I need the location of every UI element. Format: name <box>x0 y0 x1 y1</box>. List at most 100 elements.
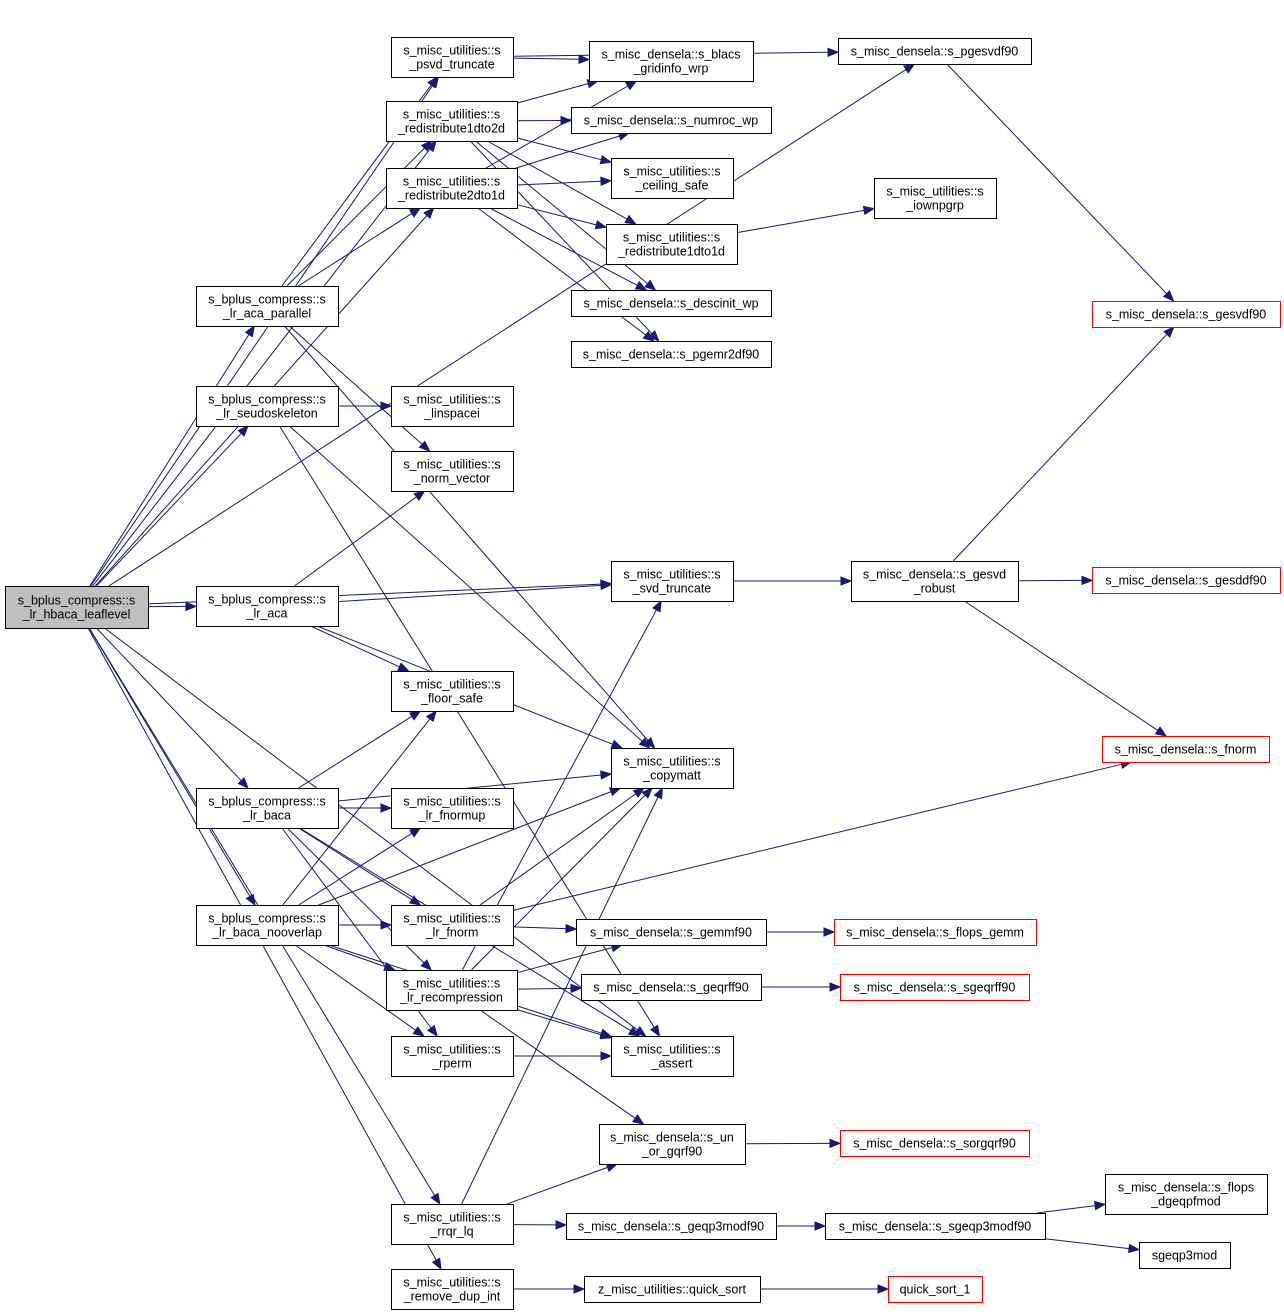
arrowhead-icon <box>420 959 433 971</box>
node-label-line: _lr_aca_parallel <box>222 307 311 321</box>
node-pgesvd[interactable]: s_misc_densela::s_pgesvdf90 <box>838 38 1032 65</box>
edge-line <box>88 627 251 897</box>
node-noover[interactable]: s_bplus_compress::s_lr_baca_nooverlap <box>196 905 339 946</box>
node-linsp[interactable]: s_misc_utilities::s_linspacei <box>391 386 514 427</box>
edge-line <box>284 325 649 741</box>
node-assert[interactable]: s_misc_utilities::s_assert <box>611 1036 734 1077</box>
node-root[interactable]: s_bplus_compress::s_lr_hbaca_leaflevel <box>5 586 149 629</box>
arrowhead-icon <box>431 1257 442 1271</box>
edge-sgeqp3-to-sgeqp3mod <box>1044 1238 1141 1254</box>
node-normv[interactable]: s_misc_utilities::s_norm_vector <box>391 451 514 492</box>
node-sgeqp3[interactable]: s_misc_densela::s_sgeqp3modf90 <box>825 1213 1046 1240</box>
node-geqp3[interactable]: s_misc_densela::s_geqp3modf90 <box>566 1213 777 1240</box>
node-numroc[interactable]: s_misc_densela::s_numroc_wp <box>571 107 772 134</box>
node-label-line: s_misc_densela::s_geqrff90 <box>593 981 748 995</box>
node-flopsdg[interactable]: s_misc_densela::s_flops_dgeqpfmod <box>1105 1174 1268 1215</box>
node-recomp[interactable]: s_misc_utilities::s_lr_recompression <box>386 970 518 1011</box>
edge-noover-to-lrfnorm <box>338 920 393 930</box>
node-r1d1d[interactable]: s_misc_utilities::s_redistribute1dto1d <box>606 224 738 265</box>
node-lraca_par[interactable]: s_bplus_compress::s_lr_aca_parallel <box>196 286 339 327</box>
node-unor[interactable]: s_misc_densela::s_un_or_gqrf90 <box>599 1124 746 1165</box>
node-fnorm[interactable]: s_misc_densela::s_fnorm <box>1102 736 1270 763</box>
arrowhead-icon <box>430 1192 441 1206</box>
node-box <box>391 37 514 78</box>
node-sorgqr[interactable]: s_misc_densela::s_sorgqrf90 <box>840 1130 1030 1157</box>
node-iown[interactable]: s_misc_utilities::s_iownpgrp <box>874 178 997 219</box>
node-label-line: _rperm <box>431 1057 472 1071</box>
node-label-line: _lr_fnormup <box>418 809 486 823</box>
arrowhead-icon <box>823 927 836 937</box>
node-psvd[interactable]: s_misc_utilities::s_psvd_truncate <box>391 37 514 78</box>
edge-geqrf-to-sgeqrf <box>761 982 842 992</box>
node-r2d1d[interactable]: s_misc_utilities::s_redistribute2dto1d <box>386 168 518 209</box>
edge-root-to-dupint <box>87 627 442 1271</box>
node-gesdd[interactable]: s_misc_densela::s_gesddf90 <box>1092 567 1281 594</box>
node-blacs[interactable]: s_misc_densela::s_blacs_gridinfo_wrp <box>589 41 754 82</box>
arrowhead-icon <box>427 75 438 89</box>
node-label-line: _copymatt <box>642 769 701 783</box>
node-flopsgemm[interactable]: s_misc_densela::s_flops_gemm <box>834 919 1037 946</box>
edge-line <box>294 496 417 587</box>
node-label-line: _remove_dup_int <box>403 1290 501 1304</box>
node-qsort[interactable]: z_misc_utilities::quick_sort <box>584 1276 761 1303</box>
node-dupint[interactable]: s_misc_utilities::s_remove_dup_int <box>391 1269 514 1310</box>
node-gemm[interactable]: s_misc_densela::s_gemmf90 <box>576 919 767 946</box>
arrowhead-icon <box>573 1284 586 1294</box>
arrowhead-icon <box>423 206 435 219</box>
node-box <box>888 1276 983 1303</box>
node-label-line: quick_sort_1 <box>900 1283 971 1297</box>
node-sgeqp3mod[interactable]: sgeqp3mod <box>1139 1242 1231 1269</box>
edge-line <box>485 85 629 169</box>
node-lraca[interactable]: s_bplus_compress::s_lr_aca <box>196 586 339 627</box>
node-rperm[interactable]: s_misc_utilities::s_rperm <box>391 1036 514 1077</box>
node-fnormup[interactable]: s_misc_utilities::s_lr_fnormup <box>391 788 514 829</box>
node-label-line: s_misc_densela::s_sgeqp3modf90 <box>839 1220 1032 1234</box>
edge-line <box>516 987 572 990</box>
node-floor[interactable]: s_misc_utilities::s_floor_safe <box>391 671 514 712</box>
edge-noover-to-rperm <box>294 944 425 1037</box>
edge-line <box>952 333 1168 562</box>
edge-lraca_par-to-r2d1d <box>298 207 422 287</box>
node-label-line: s_bplus_compress::s <box>208 293 325 307</box>
node-gesvdr[interactable]: s_misc_densela::s_gesvd_robust <box>851 561 1019 602</box>
node-pgemr[interactable]: s_misc_densela::s_pgemr2df90 <box>571 341 772 368</box>
node-label-line: _iownpgrp <box>905 199 964 213</box>
edge-sgeqp3-to-flopsdg <box>1036 1200 1107 1214</box>
node-label-line: _svd_truncate <box>632 582 712 596</box>
edge-line <box>108 68 907 587</box>
node-lrfnorm[interactable]: s_misc_utilities::s_lr_fnorm <box>391 905 514 946</box>
node-lrbaca[interactable]: s_bplus_compress::s_lr_baca <box>196 788 339 829</box>
node-box <box>391 386 514 427</box>
edge-line <box>294 944 416 1031</box>
edge-lraca-to-normv <box>294 490 426 587</box>
node-box <box>611 1036 734 1077</box>
node-rrqr[interactable]: s_misc_utilities::s_rrqr_lq <box>391 1204 514 1245</box>
node-ceil[interactable]: s_misc_utilities::s_ceiling_safe <box>611 158 734 199</box>
edge-line <box>96 432 242 587</box>
arrowhead-icon <box>840 576 853 586</box>
node-descinit[interactable]: s_misc_densela::s_descinit_wp <box>571 290 772 317</box>
node-seudo[interactable]: s_bplus_compress::s_lr_seudoskeleton <box>196 386 339 427</box>
node-copym[interactable]: s_misc_utilities::s_copymatt <box>611 748 734 789</box>
edge-lraca_par-to-r1d2d <box>286 140 433 287</box>
node-sgeqrf[interactable]: s_misc_densela::s_sgeqrff90 <box>840 974 1030 1001</box>
edge-line <box>1044 1238 1130 1250</box>
node-svdtr[interactable]: s_misc_utilities::s_svd_truncate <box>611 561 734 602</box>
node-box <box>611 748 734 789</box>
arrowhead-icon <box>408 895 422 906</box>
arrowhead-icon <box>383 962 396 971</box>
edge-line <box>512 763 1122 911</box>
node-qsort1[interactable]: quick_sort_1 <box>888 1276 983 1303</box>
arrowhead-icon <box>245 893 256 907</box>
edge-recomp-to-unor <box>479 1009 645 1125</box>
edge-unor-to-sorgqr <box>744 1138 842 1149</box>
node-sgesvd[interactable]: s_misc_densela::s_gesvdf90 <box>1092 301 1281 328</box>
node-box <box>391 1036 514 1077</box>
arrowhead-icon <box>380 401 393 411</box>
arrowhead-icon <box>418 440 431 452</box>
node-box <box>606 224 738 265</box>
edge-line <box>516 1009 602 1036</box>
node-geqrf[interactable]: s_misc_densela::s_geqrff90 <box>581 974 762 1001</box>
node-r1d2d[interactable]: s_misc_utilities::s_redistribute1dto2d <box>386 101 518 142</box>
edge-recomp-to-assert <box>516 1009 613 1040</box>
